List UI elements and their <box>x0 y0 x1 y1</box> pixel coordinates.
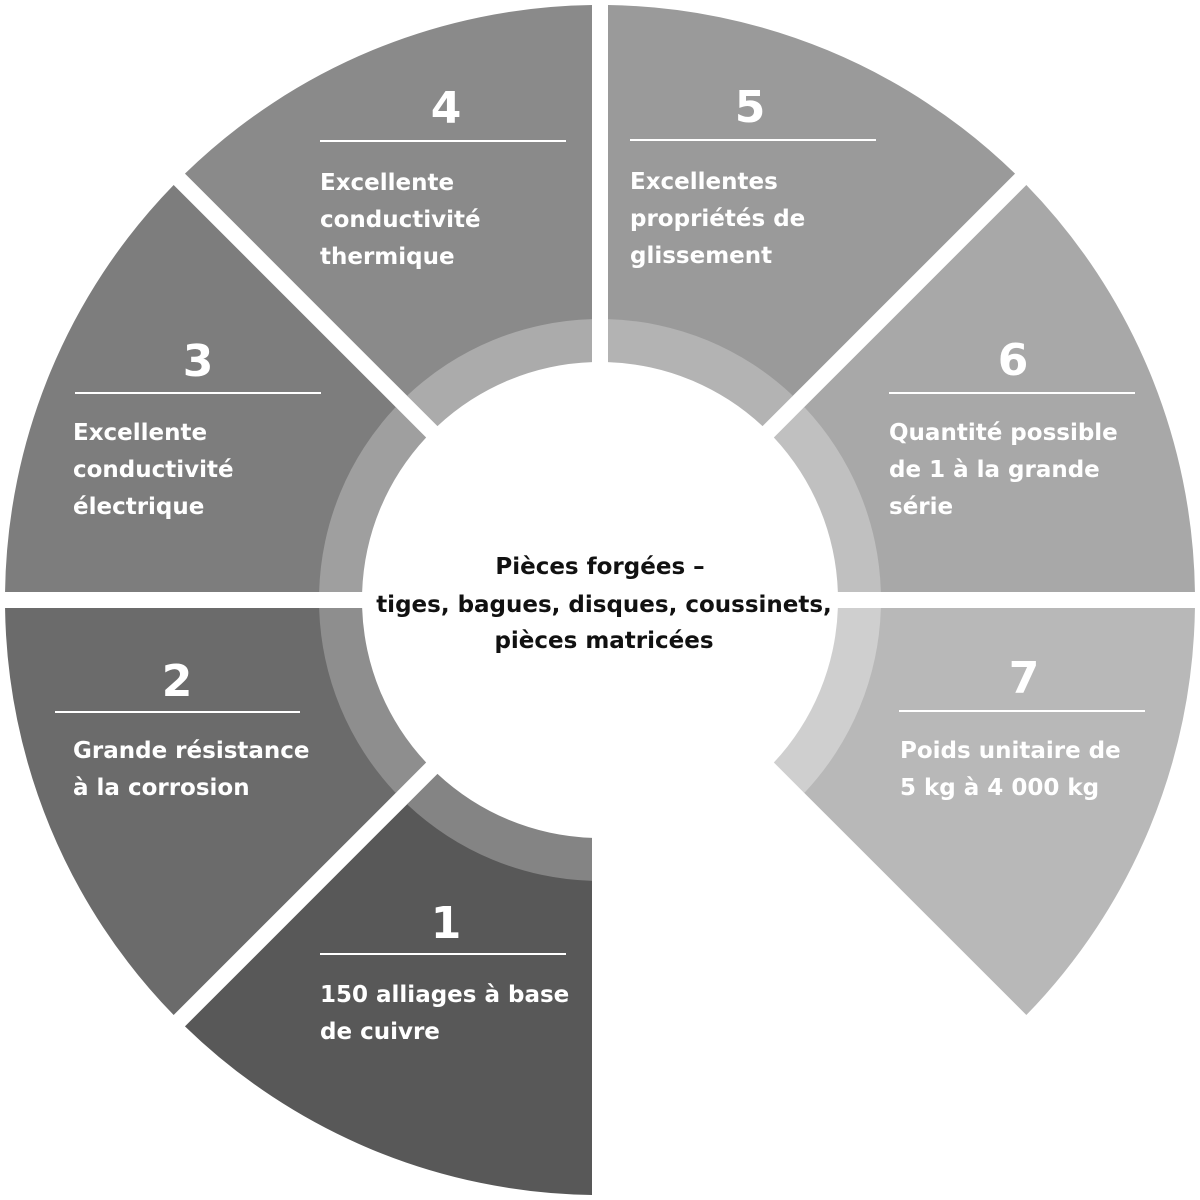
segment-2-inner-band <box>319 607 427 793</box>
segment-4-text-line-2: conductivité <box>320 207 481 233</box>
segment-7-outer-band <box>803 607 1195 1016</box>
segment-6-text-line-2: de 1 à la grande <box>889 457 1100 483</box>
segment-1-inner-band <box>407 773 593 881</box>
segment-6-outer-band <box>803 184 1195 593</box>
segment-3-text-line-1: Excellente <box>73 420 207 446</box>
segment-2-text-line-1: Grande résistance <box>73 738 310 764</box>
segment-5-inner-band <box>607 319 793 427</box>
center-line-1: Pièces forgées – <box>495 554 704 580</box>
segment-5-number: 5 <box>735 82 766 133</box>
segment-3-text-line-3: électrique <box>73 494 204 520</box>
segment-3-number: 3 <box>183 336 214 387</box>
segment-7-number: 7 <box>1009 653 1040 704</box>
segment-4-number: 4 <box>431 83 462 134</box>
center-label: Pièces forgées – tiges, bagues, disques,… <box>376 554 832 654</box>
segment-3-outer-band <box>5 184 397 593</box>
segment-6-number: 6 <box>998 335 1029 386</box>
center-line-3: pièces matricées <box>494 628 713 654</box>
segment-1-number: 1 <box>431 898 462 949</box>
segment-6-text-line-3: série <box>889 494 953 520</box>
center-line-2: tiges, bagues, disques, coussinets, <box>376 592 832 618</box>
segment-6-text-line-1: Quantité possible <box>889 420 1118 446</box>
segment-4-outer-band <box>184 5 593 397</box>
segment-5-text-line-1: Excellentes <box>630 169 778 195</box>
segment-1-text-line-2: de cuivre <box>320 1019 440 1045</box>
segment-4-inner-band <box>407 319 593 427</box>
segment-7-text-line-1: Poids unitaire de <box>900 738 1121 764</box>
segment-4-text-line-3: thermique <box>320 244 455 270</box>
segment-1: 1 150 alliages à base de cuivre <box>184 773 593 1195</box>
segment-7-text-line-2: 5 kg à 4 000 kg <box>900 775 1099 801</box>
segment-3-inner-band <box>319 407 427 593</box>
segment-5-text-line-2: propriétés de <box>630 206 805 232</box>
segment-5-text-line-3: glissement <box>630 243 772 269</box>
segment-4-text-line-1: Excellente <box>320 170 454 196</box>
segment-5-outer-band <box>607 5 1016 397</box>
segment-2-text-line-2: à la corrosion <box>73 775 250 801</box>
segment-3-text-line-2: conductivité <box>73 457 234 483</box>
segment-2-number: 2 <box>162 656 193 707</box>
segment-1-outer-band <box>184 803 593 1195</box>
segment-1-text-line-1: 150 alliages à base <box>320 982 569 1008</box>
segment-7-inner-band <box>773 607 881 793</box>
segment-6-inner-band <box>773 407 881 593</box>
segment-2-outer-band <box>5 607 397 1016</box>
